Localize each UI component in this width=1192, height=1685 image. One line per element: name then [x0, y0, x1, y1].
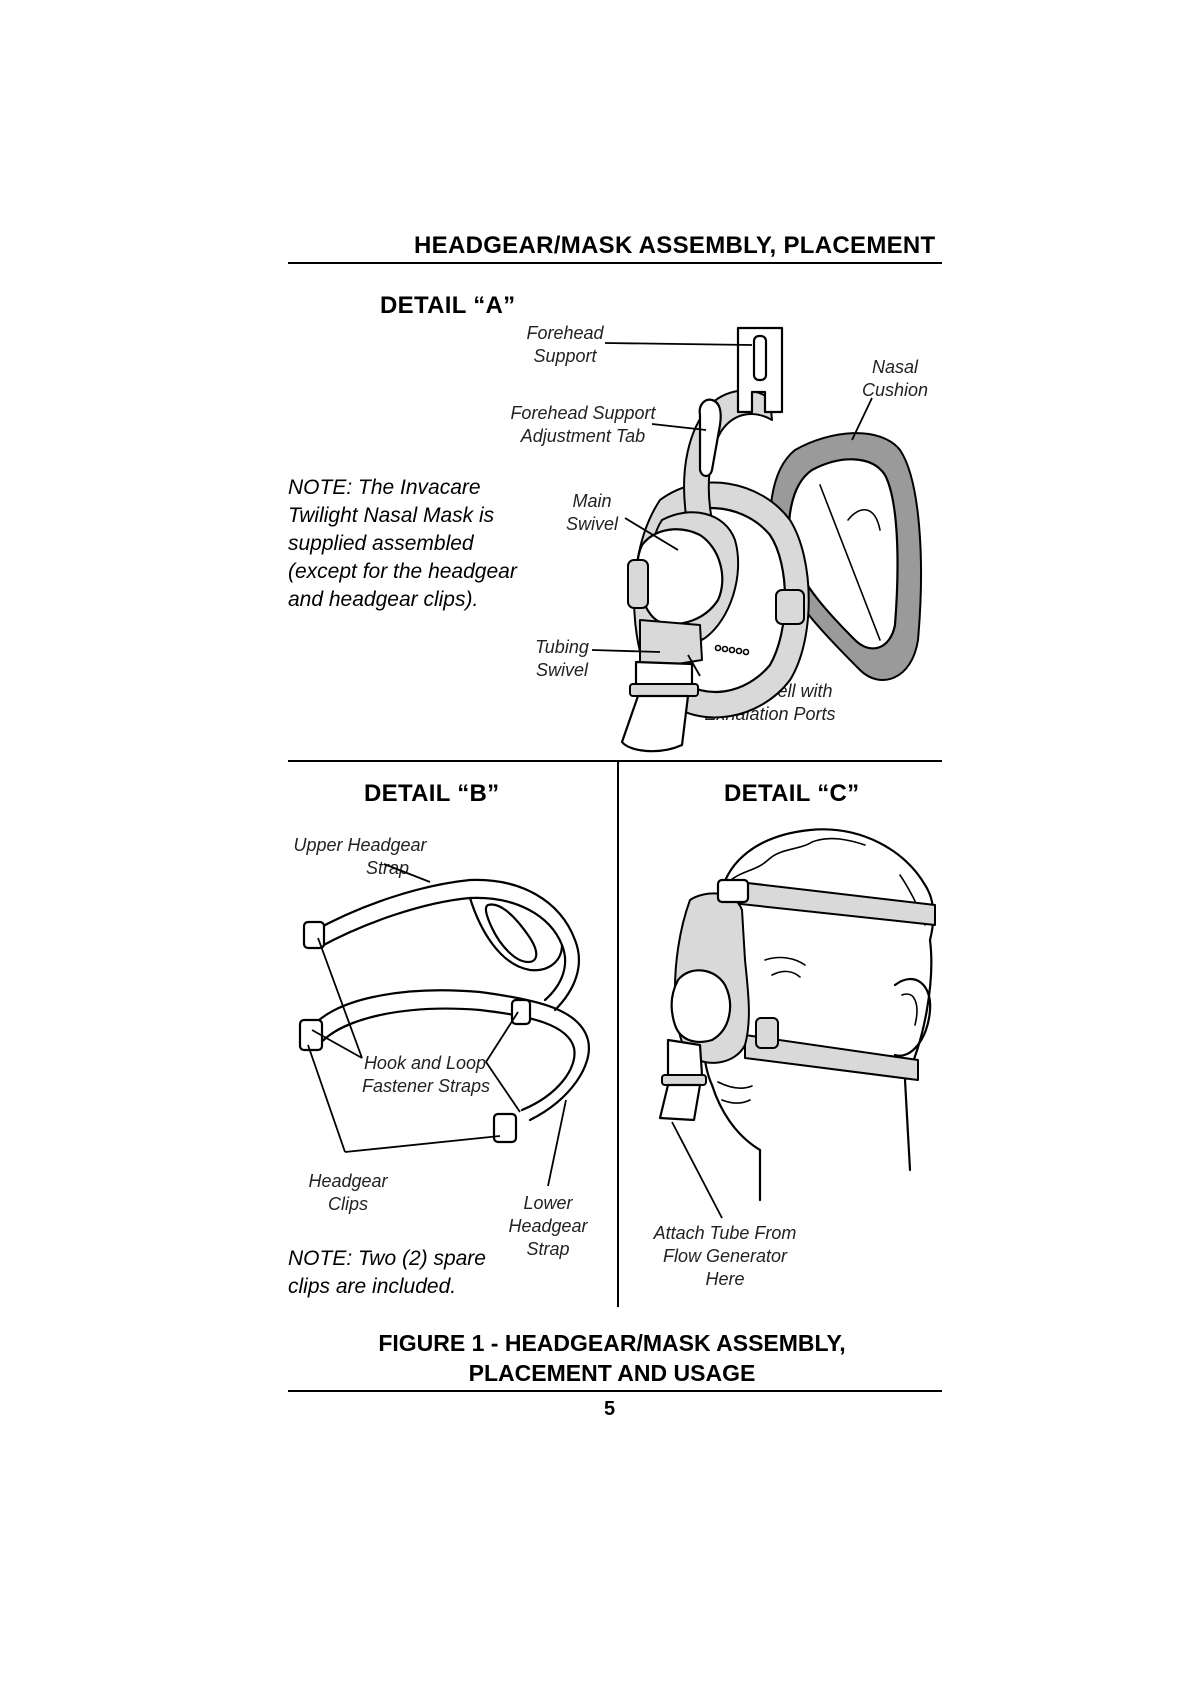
label-tubing-swivel: Tubing Swivel [535, 637, 589, 680]
note-line: and headgear clips). [288, 588, 479, 611]
label-forehead-support: Forehead Support [526, 323, 604, 366]
detail-b-note: NOTE: Two (2) spare clips are included. [288, 1245, 486, 1301]
label-headgear-clips: Headgear Clips [308, 1171, 388, 1214]
label-forehead-support-tab: Forehead Support Adjustment Tab [510, 403, 656, 446]
label-upper-strap: Upper Headgear Strap [293, 835, 427, 878]
detail-b-title: DETAIL “B” [364, 780, 500, 807]
note-line: Twilight Nasal Mask is [288, 504, 495, 527]
footer-rule [288, 1390, 942, 1392]
figure-caption: FIGURE 1 - HEADGEAR/MASK ASSEMBLY, PLACE… [378, 1330, 846, 1386]
note-line: NOTE: Two (2) spare [288, 1247, 486, 1270]
detail-divider-rule [288, 760, 942, 762]
detail-a-note: NOTE: The Invacare Twilight Nasal Mask i… [288, 474, 517, 614]
detail-vertical-divider [617, 761, 619, 1307]
detail-c-title: DETAIL “C” [724, 780, 860, 807]
label-attach-tube: Attach Tube From Flow Generator Here [653, 1223, 797, 1289]
label-main-swivel: Main Swivel [565, 491, 618, 534]
section-title: HEADGEAR/MASK ASSEMBLY, PLACEMENT [414, 232, 936, 259]
page-number: 5 [604, 1398, 616, 1420]
note-line: (except for the headgear [288, 560, 517, 583]
note-line: supplied assembled [288, 532, 474, 555]
note-line: clips are included. [288, 1275, 457, 1298]
detail-a-title: DETAIL “A” [380, 292, 516, 319]
label-hook-loop: Hook and Loop Fastener Straps [362, 1053, 491, 1096]
label-lower-strap: Lower Headgear Strap [508, 1193, 588, 1259]
header-rule [288, 262, 942, 264]
note-line: NOTE: The Invacare [288, 476, 481, 499]
label-nasal-cushion: Nasal Cushion [861, 357, 929, 400]
